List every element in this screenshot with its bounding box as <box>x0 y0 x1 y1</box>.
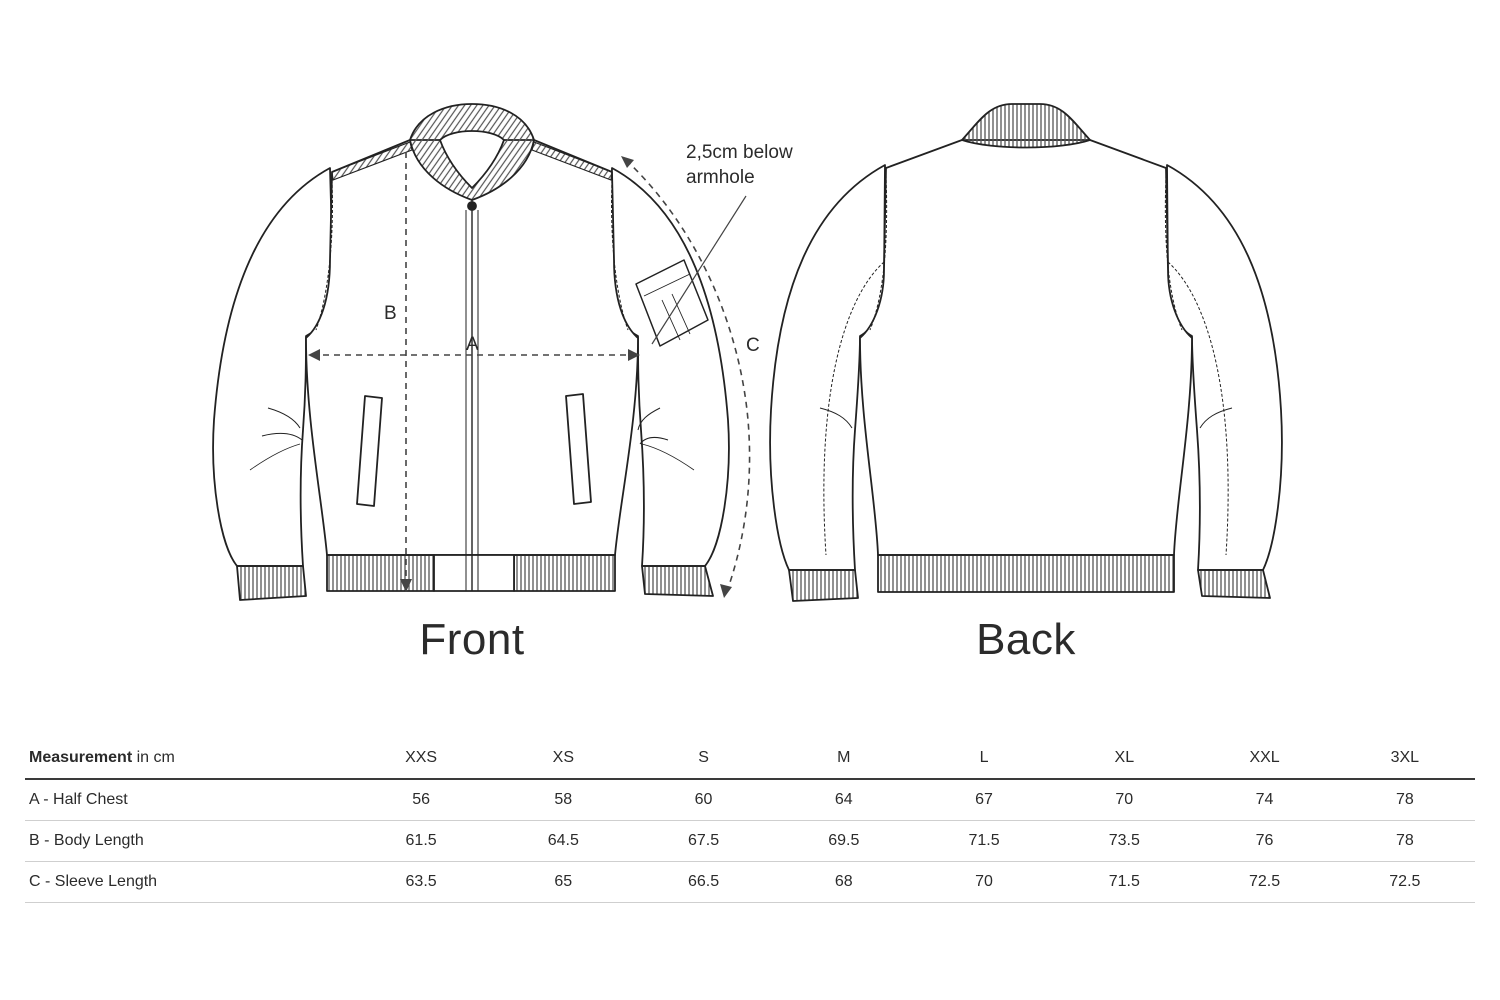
front-view-title: Front <box>419 615 525 664</box>
table-cell: 71.5 <box>1054 861 1195 903</box>
front-collar-inner <box>439 130 505 189</box>
table-cell: 78 <box>1334 779 1475 821</box>
label-c: C <box>746 335 760 356</box>
back-collar <box>961 103 1091 149</box>
table-cell: 72.5 <box>1334 861 1475 903</box>
back-right-cuff <box>1197 569 1271 599</box>
zipper-pull <box>467 201 477 211</box>
table-cell: 66.5 <box>633 861 774 903</box>
row-label: B - Body Length <box>25 820 349 862</box>
table-cell: 63.5 <box>349 861 494 903</box>
armhole-pointer <box>651 195 747 345</box>
table-cell: 67.5 <box>633 820 774 862</box>
front-right-cuff <box>641 565 714 597</box>
table-cell: 71.5 <box>913 820 1055 862</box>
size-header: XL <box>1054 738 1195 780</box>
front-left-hem <box>326 554 435 592</box>
table-row: C - Sleeve Length 63.5 65 66.5 68 70 71.… <box>25 861 1475 903</box>
jacket-technical-drawing <box>212 103 1283 602</box>
size-chart-table: Measurement in cm XXS XS S M L XL XXL 3X… <box>25 738 1475 903</box>
table-header-row: Measurement in cm XXS XS S M L XL XXL 3X… <box>25 738 1475 780</box>
front-right-hem <box>513 554 616 592</box>
front-right-pocket <box>565 393 592 505</box>
table-cell: 69.5 <box>773 820 914 862</box>
back-view-title: Back <box>976 615 1076 664</box>
row-label: A - Half Chest <box>25 779 349 821</box>
guide-arrowheads <box>308 156 732 598</box>
size-header: M <box>773 738 914 780</box>
label-b: B <box>384 303 397 324</box>
sleeve-pocket <box>635 259 709 347</box>
table-cell: 73.5 <box>1054 820 1195 862</box>
table-cell: 78 <box>1334 820 1475 862</box>
label-a: A <box>466 334 479 355</box>
table-cell: 68 <box>773 861 914 903</box>
measurement-header-unit: in cm <box>132 749 175 766</box>
table-cell: 65 <box>493 861 634 903</box>
table-cell: 58 <box>493 779 634 821</box>
jacket-front <box>212 103 730 601</box>
measurement-header-bold: Measurement <box>29 749 133 766</box>
table-cell: 60 <box>633 779 774 821</box>
table-cell: 72.5 <box>1194 861 1335 903</box>
row-label: C - Sleeve Length <box>25 861 349 903</box>
back-hem <box>877 554 1175 593</box>
table-cell: 61.5 <box>349 820 494 862</box>
back-left-cuff <box>788 569 859 602</box>
front-left-pocket <box>356 395 383 507</box>
table-cell: 70 <box>1054 779 1195 821</box>
front-left-cuff <box>236 565 307 601</box>
table-cell: 64 <box>773 779 914 821</box>
back-body <box>859 139 1193 556</box>
guide-c-sleeve-length <box>625 159 751 595</box>
size-header: XXS <box>349 738 494 780</box>
table-row: A - Half Chest 56 58 60 64 67 70 74 78 <box>25 779 1475 821</box>
table-cell: 64.5 <box>493 820 634 862</box>
armhole-note-line1: 2,5cm below <box>686 142 793 163</box>
table-cell: 76 <box>1194 820 1335 862</box>
armhole-note-line2: armhole <box>686 167 755 188</box>
size-header: S <box>633 738 774 780</box>
table-cell: 74 <box>1194 779 1335 821</box>
front-hem-center <box>433 554 515 592</box>
size-header: XS <box>493 738 634 780</box>
table-cell: 70 <box>913 861 1055 903</box>
table-cell: 56 <box>349 779 494 821</box>
measurement-guides <box>312 152 751 595</box>
table-cell: 67 <box>913 779 1055 821</box>
table-row: B - Body Length 61.5 64.5 67.5 69.5 71.5… <box>25 820 1475 862</box>
jacket-back <box>769 103 1283 602</box>
size-header: 3XL <box>1334 738 1475 780</box>
measurement-header: Measurement in cm <box>25 738 349 780</box>
armhole-note: 2,5cm below armhole <box>686 140 793 190</box>
size-header: L <box>913 738 1055 780</box>
size-header: XXL <box>1194 738 1335 780</box>
